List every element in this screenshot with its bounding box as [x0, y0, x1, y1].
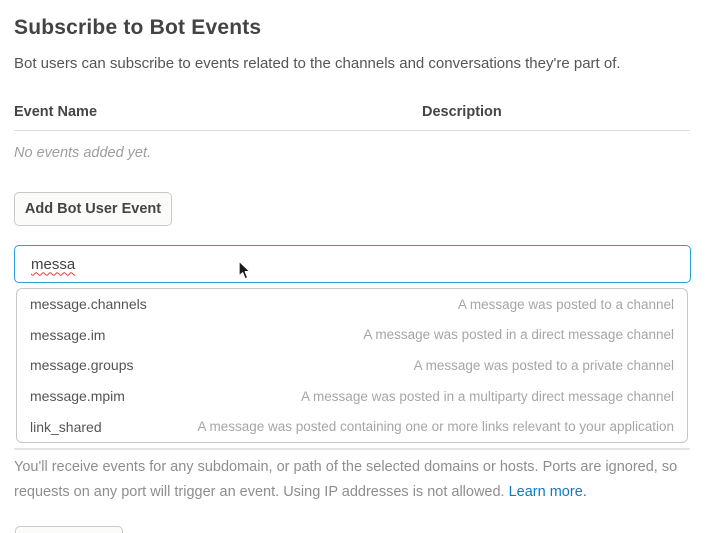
event-description: A message was posted in a direct message… [363, 327, 674, 343]
event-name: message.groups [30, 357, 134, 374]
dropdown-option-message-im[interactable]: message.im A message was posted in a dir… [17, 320, 687, 351]
event-search-value: messa [31, 255, 76, 273]
section-divider [14, 448, 690, 450]
event-description: A message was posted to a channel [457, 296, 674, 312]
empty-events-message: No events added yet. [14, 145, 152, 161]
event-description: A message was posted in a multiparty dir… [301, 388, 674, 404]
domains-help-body: You'll receive events for any subdomain,… [14, 459, 678, 500]
dropdown-option-message-channels[interactable]: message.channels A message was posted to… [17, 289, 687, 320]
learn-more-link[interactable]: Learn more. [508, 484, 587, 500]
column-header-description: Description [422, 104, 502, 120]
event-search-input[interactable]: messa [14, 245, 691, 283]
dropdown-option-link-shared[interactable]: link_shared A message was posted contain… [17, 411, 687, 442]
event-name: message.im [30, 326, 106, 343]
add-bot-user-event-button[interactable]: Add Bot User Event [14, 192, 172, 226]
page-title: Subscribe to Bot Events [14, 16, 262, 39]
dropdown-option-message-mpim[interactable]: message.mpim A message was posted in a m… [17, 381, 687, 412]
event-name: message.channels [30, 296, 147, 313]
dropdown-option-message-groups[interactable]: message.groups A message was posted to a… [17, 350, 687, 381]
page-subtitle: Bot users can subscribe to events relate… [14, 55, 621, 72]
column-header-event-name: Event Name [14, 104, 98, 120]
event-description: A message was posted to a private channe… [413, 357, 674, 373]
event-name: link_shared [30, 418, 102, 435]
event-suggestions-dropdown: message.channels A message was posted to… [16, 288, 688, 443]
event-name: message.mpim [30, 388, 125, 405]
event-description: A message was posted containing one or m… [197, 419, 674, 435]
partial-bottom-button[interactable] [15, 526, 123, 533]
table-header-divider [14, 130, 690, 131]
domains-help-text: You'll receive events for any subdomain,… [14, 455, 678, 505]
